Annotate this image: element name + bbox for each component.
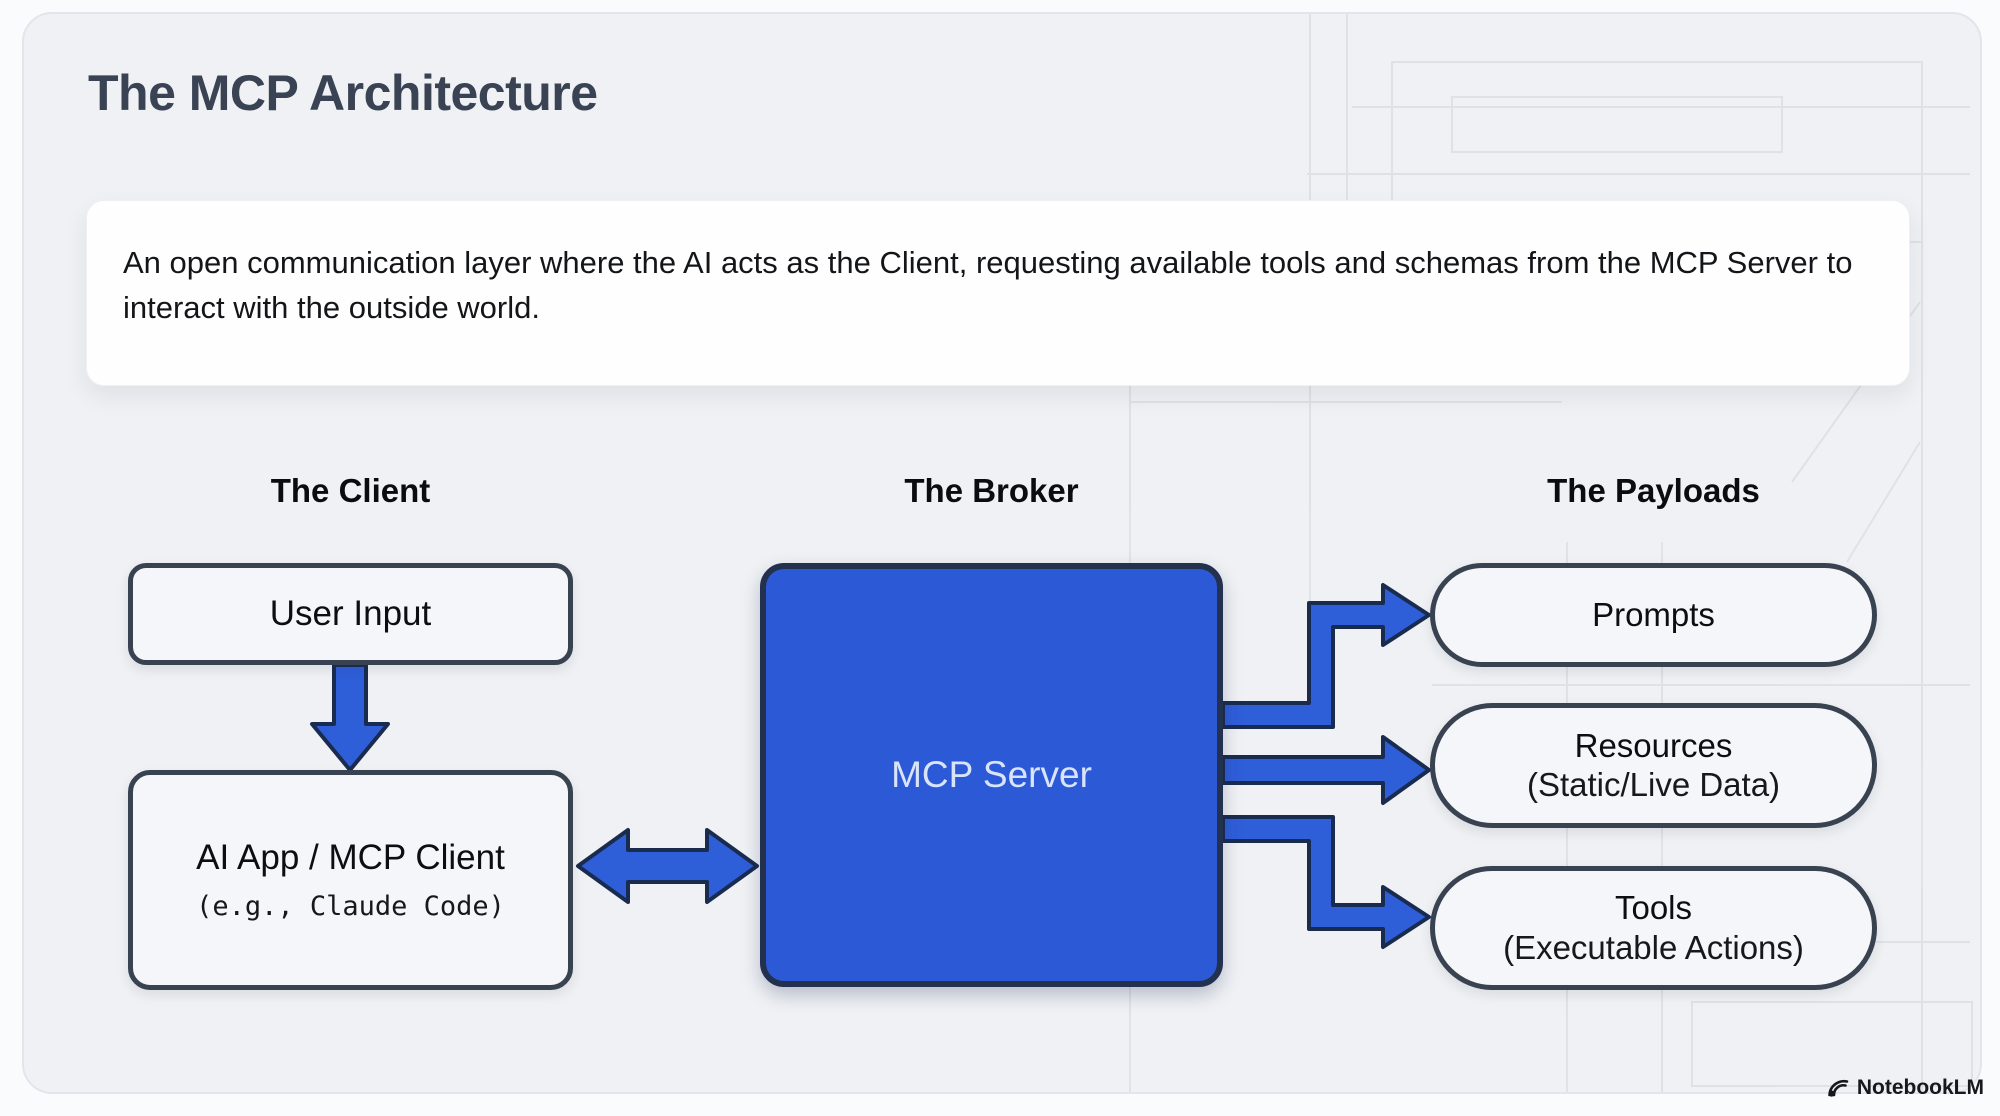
node-resources-sublabel: (Static/Live Data) bbox=[1526, 766, 1781, 804]
notebooklm-branding: NotebookLM bbox=[1826, 1076, 1984, 1100]
notebooklm-logo-text: NotebookLM bbox=[1856, 1076, 1984, 1099]
node-tools: Tools (Executable Actions) bbox=[1430, 866, 1877, 990]
node-tools-sublabel: (Executable Actions) bbox=[1503, 928, 1804, 966]
node-user-input-label: User Input bbox=[269, 593, 432, 633]
description-box: An open communication layer where the AI… bbox=[86, 200, 1910, 386]
node-resources: Resources (Static/Live Data) bbox=[1430, 703, 1877, 828]
node-ai-app-label: AI App / MCP Client bbox=[196, 838, 505, 878]
node-mcp-server: MCP Server bbox=[760, 563, 1223, 987]
node-resources-label: Resources bbox=[1574, 726, 1733, 764]
node-prompts-label: Prompts bbox=[1592, 596, 1715, 634]
node-ai-app-sublabel: (e.g., Claude Code) bbox=[196, 890, 505, 922]
column-header-client: The Client bbox=[270, 472, 431, 509]
column-header-payloads: The Payloads bbox=[1547, 472, 1760, 509]
node-tools-label: Tools bbox=[1614, 889, 1693, 927]
description-text: An open communication layer where the AI… bbox=[123, 245, 1853, 325]
node-ai-app-mcp-client: AI App / MCP Client (e.g., Claude Code) bbox=[128, 770, 573, 990]
page-title: The MCP Architecture bbox=[88, 65, 598, 121]
notebooklm-logo-icon bbox=[1828, 1079, 1849, 1097]
column-header-broker: The Broker bbox=[904, 472, 1079, 509]
node-prompts: Prompts bbox=[1430, 563, 1877, 667]
node-user-input: User Input bbox=[128, 563, 573, 665]
node-mcp-server-label: MCP Server bbox=[891, 753, 1092, 795]
